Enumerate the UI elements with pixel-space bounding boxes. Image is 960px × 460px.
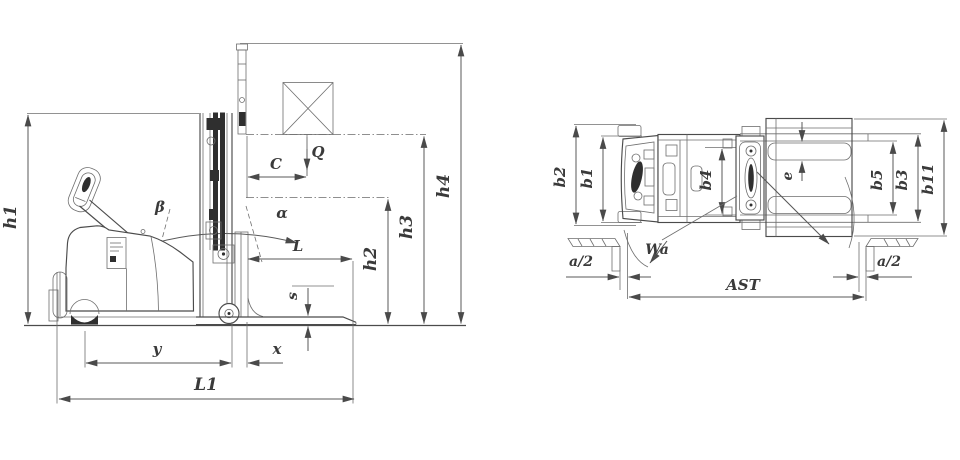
dim-a2-right: a/2	[833, 242, 912, 301]
label-b2: b2	[551, 167, 569, 188]
dim-b3: b3	[893, 134, 922, 222]
label-s: s	[285, 292, 301, 300]
label-e: e	[780, 171, 796, 180]
turning-radius-annotation: Wa	[623, 171, 855, 268]
label-b4: b4	[697, 170, 715, 191]
label-b5: b5	[868, 170, 886, 191]
load-weight-arrow: Q	[303, 143, 325, 171]
label-l1: L1	[193, 375, 218, 395]
dim-b11: b11	[854, 118, 948, 237]
front-wheel	[218, 302, 240, 325]
dim-h3: h3	[397, 135, 428, 325]
label-ast: AST	[724, 276, 761, 294]
label-q: Q	[311, 143, 324, 161]
pallet	[765, 117, 853, 238]
drive-wheel	[69, 299, 100, 325]
label-b11: b11	[919, 163, 937, 194]
dim-l1: L1	[56, 272, 355, 404]
dim-b5: b5	[868, 141, 897, 215]
label-a2-left: a/2	[569, 254, 593, 270]
mast	[199, 112, 235, 317]
dim-y: y	[84, 322, 248, 368]
dim-e: e	[780, 122, 806, 181]
chassis-body-top	[657, 133, 764, 224]
label-h3: h3	[397, 215, 417, 239]
dim-b4: b4	[697, 147, 739, 216]
load-box	[282, 82, 334, 176]
fork-pocket-bottom	[767, 196, 852, 214]
label-h2: h2	[361, 247, 381, 271]
label-c: C	[270, 155, 282, 173]
rear-corner-plates	[617, 125, 642, 223]
label-l: L	[292, 237, 304, 255]
dim-h1: h1	[1, 113, 199, 325]
label-h1: h1	[1, 205, 21, 229]
label-y: y	[152, 340, 163, 358]
carriage-top	[735, 126, 765, 230]
dim-s: s	[285, 285, 334, 351]
dim-x: x	[247, 340, 283, 367]
dim-h2: h2	[361, 198, 392, 325]
label-h4: h4	[434, 174, 454, 198]
dim-h4: h4	[240, 43, 465, 325]
label-alpha: α	[276, 204, 288, 222]
label-beta: β	[154, 198, 165, 216]
rack-edge-left	[567, 238, 621, 272]
dim-b2: b2	[551, 124, 636, 226]
side-view: h1 h4 h3 h2	[1, 43, 466, 404]
fork	[196, 316, 357, 326]
truck-body	[48, 225, 196, 322]
label-b3: b3	[893, 170, 911, 191]
fork-pocket-top	[767, 142, 852, 161]
tiller-module-top	[620, 134, 659, 223]
top-view: b2 b1	[551, 117, 948, 301]
label-x: x	[272, 340, 283, 358]
dim-c: C	[246, 136, 308, 198]
dim-ast: AST	[628, 276, 865, 301]
label-b1: b1	[578, 168, 596, 189]
label-a2-right: a/2	[877, 254, 901, 270]
dim-l: L	[247, 237, 354, 404]
dim-a2-left: a/2	[566, 233, 651, 299]
raised-fork-carriage	[236, 43, 248, 135]
label-wa: Wa	[645, 242, 669, 258]
fork-carriage	[234, 231, 264, 318]
